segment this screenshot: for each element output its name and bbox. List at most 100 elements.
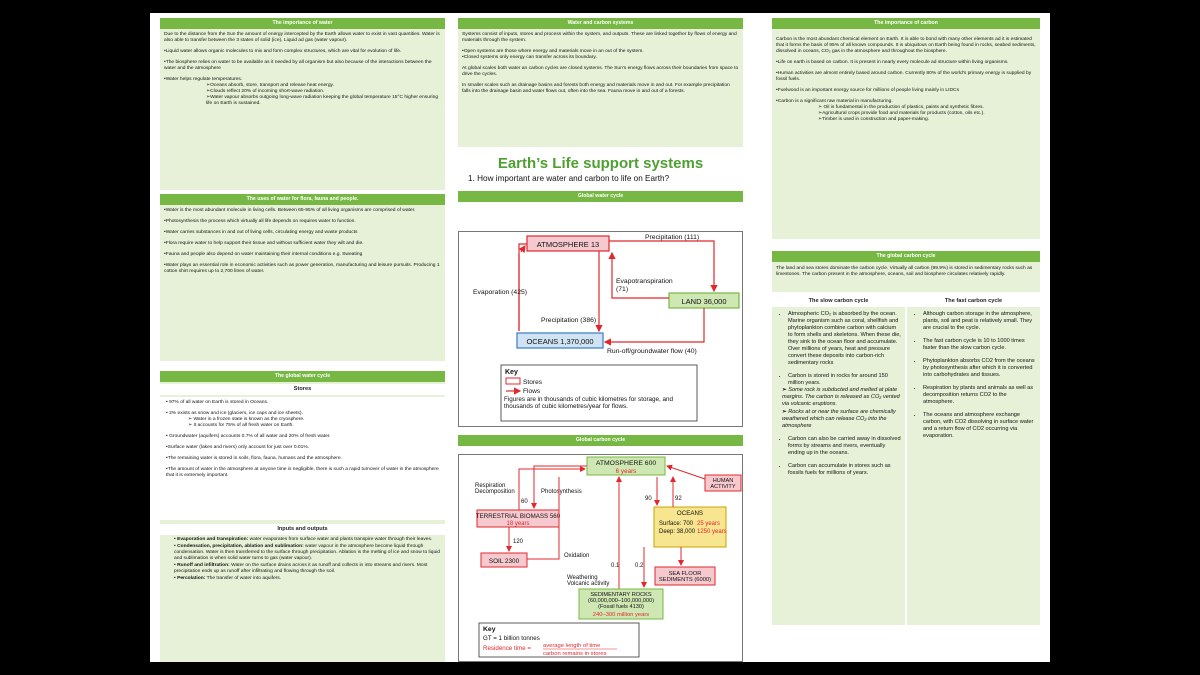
systems-box: Systems consist of inputs, stores and pr… (458, 29, 743, 147)
global-carbon-cycle-diagram-header: Global carbon cycle (458, 435, 743, 446)
importance-carbon-box: Carbon is the most abundant chemical ele… (772, 29, 1040, 239)
sedimentary-rocks-time: 240–300 million years (593, 612, 649, 618)
list-item: ➢ Rocks at or near the surface are chemi… (782, 409, 896, 429)
revision-sheet: The importance of water Due to the dista… (150, 13, 1050, 662)
key-stores-label: Stores (523, 379, 543, 386)
photosynthesis-label: Photosynthesis (541, 489, 582, 495)
atmosphere-label: ATMOSPHERE 13 (537, 240, 599, 249)
slow-cycle-header: The slow carbon cycle (772, 296, 905, 307)
water-cycle-diagram: ATMOSPHERE 13 LAND 36,000 OCEANS 1,370,0… (458, 231, 743, 427)
water-key-box (500, 364, 698, 422)
ocean-surface-time: 25 years (697, 521, 720, 527)
evapotranspiration-label: Evapotranspiration (616, 278, 673, 285)
list-item: • Runoff and infiltration: Water on the … (174, 563, 428, 575)
global-water-cycle-box: Stores • 97% of all water on Earth is st… (160, 382, 445, 662)
list-item: Phytoplankton absorbs CO2 from the ocean… (923, 358, 1036, 379)
paragraph: •Water plays an essential role in econom… (164, 263, 440, 275)
carbon-key-gt: GT = 1 billion tonnes (483, 635, 540, 642)
list-item: The oceans and atmosphere exchange carbo… (923, 412, 1036, 440)
paragraph: At global scales both water an carbon cy… (462, 66, 739, 78)
global-water-cycle-header: The global water cycle (160, 371, 445, 382)
sedimentary-rocks-store (578, 588, 664, 620)
importance-carbon-header: The importance of carbon (772, 18, 1040, 29)
fast-cycle-column: The fast carbon cycle Although carbon st… (907, 296, 1040, 625)
paragraph: •Flora require water to help support the… (164, 241, 364, 247)
flow-92-label: 92 (675, 496, 682, 502)
paragraph: Systems consist of inputs, stores and pr… (462, 32, 737, 44)
list-item: Although carbon storage in the atmospher… (923, 311, 1036, 332)
list-item: • Condensation, precipitation, ablation … (174, 544, 440, 562)
global-water-cycle-diagram-header: Global water cycle (458, 191, 743, 202)
inputs-outputs-list: • Evaporation and transpiration: water e… (164, 537, 441, 582)
water-cycle-svg: ATMOSPHERE 13 LAND 36,000 OCEANS 1,370,0… (473, 234, 740, 422)
paragraph: •The biosphere relies on water to be ava… (164, 60, 432, 72)
paragraph: •Water carries substances in and out of … (164, 230, 358, 236)
oxidation-arrow (527, 477, 560, 560)
evaporation-arrowhead (518, 245, 526, 253)
oceans-carbon-label: OCEANS (677, 510, 703, 517)
global-carbon-header: The global carbon cycle (772, 251, 1040, 262)
ocean-deep-label: Deep: 38,000 (659, 529, 696, 535)
paragraph: •Surface water (lakes and rivers) only a… (166, 445, 310, 451)
ocean-deep-time: 1250 years (697, 529, 727, 535)
stores-header: Stores (160, 384, 445, 395)
paragraph: • Groundwater (aquifers) accounts 0.7% o… (166, 434, 331, 440)
runoff-arrow (603, 308, 705, 346)
photosynthesis-arrow (531, 465, 587, 509)
ocean-surface-label: Surface: 700 (659, 521, 694, 527)
carbon-key-title: Key (483, 626, 496, 633)
sea-floor-store (654, 566, 716, 586)
water-key-title: Key (505, 369, 518, 376)
key-store-swatch (505, 377, 521, 385)
carbon-key-box (478, 622, 640, 658)
paragraph: •Life on earth is based on carbon. It is… (776, 60, 1009, 66)
terrestrial-biomass-label: TERRESTRIAL BIOMASS 560 (476, 513, 561, 520)
evapotranspiration-value: (71) (616, 286, 628, 293)
oceans-store (516, 332, 604, 349)
carbon-atmosphere-time: 6 years (616, 468, 637, 475)
paragraph: •Fauna and people also depend on water m… (164, 252, 363, 258)
right-column: The importance of carbon Carbon is the m… (772, 18, 1040, 625)
soil-store (480, 552, 528, 568)
flow-02-label: 0.2 (635, 563, 644, 569)
paragraph: • 97% of all water on Earth is stored in… (166, 400, 269, 405)
oceans-carbon-store (653, 506, 727, 548)
flow-90-label: 90 (645, 496, 652, 502)
paragraph: •The remaining water is stored in soils,… (166, 456, 342, 462)
bullet: ➢Clouds reflect 20% of incoming short-wa… (206, 89, 325, 95)
bullet: ➢Oceans absorb, store, transport and rel… (206, 83, 334, 89)
stores-panel: • 97% of all water on Earth is stored in… (160, 397, 445, 520)
water-key-note: Figures are in thousands of cubic kilome… (504, 396, 674, 411)
middle-column: Water and carbon systems Systems consist… (458, 18, 743, 202)
slow-cycle-box: Atmospheric CO₂ is absorbed by the ocean… (772, 307, 905, 625)
list-item: Carbon is stored in rocks for around 150… (788, 373, 901, 387)
list-item: Atmospheric CO₂ is absorbed by the ocean… (788, 311, 901, 367)
key-flows-label: Flows (523, 388, 541, 395)
list-item: Carbon can accumulate in stores such as … (788, 463, 901, 477)
inputs-outputs-header: Inputs and outputs (160, 524, 445, 535)
list-item: Carbon can also be carried away in disso… (788, 436, 901, 457)
paragraph: • 2% exists as snow and ice (glaciers, i… (166, 411, 303, 417)
carbon-cycles-table: The slow carbon cycle Atmospheric CO₂ is… (772, 296, 1040, 625)
sedimentary-rocks-label: SEDIMENTARY ROCKS(60,000,000–100,000,000… (588, 592, 654, 610)
page-title: Earth’s Life support systems (497, 155, 704, 172)
importance-water-box: Due to the distance from the Sun the amo… (160, 29, 445, 190)
paragraph: •Open systems are those where energy and… (462, 49, 644, 61)
evaporation-label: Evaporation (425) (473, 289, 527, 296)
fast-cycle-box: Although carbon storage in the atmospher… (907, 307, 1040, 625)
flow-120-label: 120 (513, 539, 524, 545)
evaporation-line (518, 243, 527, 331)
paragraph: •Water helps regulate temperatures. (164, 77, 243, 83)
list-item: Respiration by plants and animals as wel… (923, 385, 1036, 406)
human-activity-box (704, 474, 742, 492)
paragraph: •Water is the most abundant molecule in … (164, 208, 416, 213)
bullet: ➢Water vapour absorbs outgoing long-wave… (206, 95, 439, 107)
flow-60-label: 60 (521, 499, 528, 505)
human-to-atmosphere-arrow (666, 464, 706, 480)
